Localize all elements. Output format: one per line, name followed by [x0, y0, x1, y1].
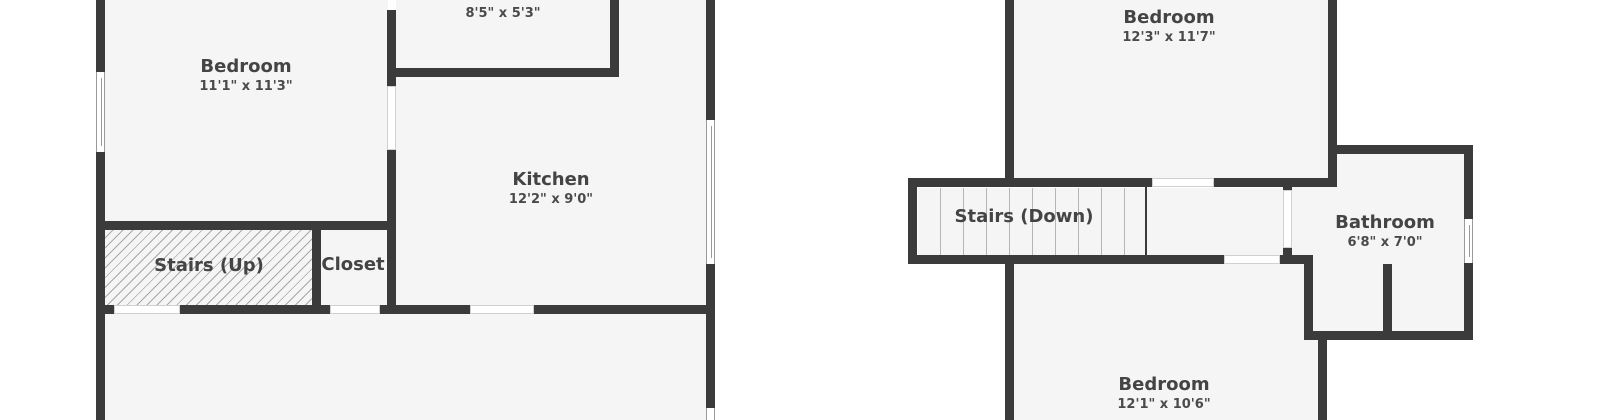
- room-dimensions: 6'8" x 7'0": [1347, 235, 1423, 250]
- window: [706, 408, 715, 420]
- wall: [180, 305, 330, 314]
- wall: [1214, 178, 1337, 187]
- room-dimensions: 11'1" x 11'3": [199, 79, 293, 94]
- window: [96, 72, 105, 152]
- wall: [1464, 263, 1473, 340]
- room-bedroom-bottom-floor: [1014, 264, 1318, 420]
- room-dimensions: 8'5" x 5'3": [465, 6, 541, 21]
- wall: [96, 0, 105, 72]
- room-name: Kitchen: [512, 169, 590, 190]
- room-closet-floor: [320, 230, 388, 306]
- wall: [312, 221, 321, 313]
- room-name: Bathroom: [1335, 212, 1435, 233]
- room-label-bathroom: Bathroom 6'8" x 7'0": [1335, 212, 1435, 252]
- room-label-bedroom-top: Bedroom 12'3" x 11'7": [1122, 7, 1215, 47]
- room-lower-floor: [104, 314, 706, 420]
- wall: [380, 305, 470, 314]
- room-name: Bedroom: [200, 56, 292, 77]
- room-bedroom-floor: [104, 0, 388, 222]
- window: [706, 120, 715, 264]
- wall: [1328, 145, 1472, 154]
- room-top-small-inner: [396, 0, 610, 70]
- room-label-closet: Closet: [321, 254, 384, 276]
- wall: [96, 305, 114, 314]
- room-label-stairs-up: Stairs (Up): [154, 255, 264, 277]
- wall: [387, 10, 396, 86]
- wall: [908, 255, 1224, 264]
- wall: [96, 152, 105, 420]
- room-label-kitchen: Kitchen 12'2" x 9'0": [509, 169, 593, 209]
- wall: [1283, 248, 1292, 264]
- room-bedroom-top-floor: [1014, 0, 1330, 180]
- wall: [1283, 178, 1292, 190]
- wall: [387, 150, 396, 310]
- room-name: Stairs (Down): [954, 206, 1094, 227]
- room-dimensions: 12'3" x 11'7": [1122, 30, 1216, 45]
- doorway: [1224, 255, 1280, 264]
- room-label-top-small: 8'5" x 5'3": [465, 5, 540, 23]
- wall: [1304, 331, 1473, 340]
- room-dimensions: 12'2" x 9'0": [508, 192, 594, 207]
- doorway: [470, 305, 534, 314]
- room-hallway-floor: [1147, 188, 1287, 256]
- wall: [908, 178, 917, 264]
- wall: [1318, 331, 1327, 420]
- room-name: Bedroom: [1123, 7, 1215, 28]
- room-label-stairs-down: Stairs (Down): [955, 206, 1094, 228]
- wall: [96, 221, 396, 230]
- room-label-bedroom: Bedroom 11'1" x 11'3": [199, 56, 292, 96]
- wall: [1464, 145, 1473, 219]
- room-label-bedroom-bottom: Bedroom 12'1" x 10'6": [1117, 374, 1210, 414]
- wall: [706, 0, 715, 120]
- room-dimensions: 12'1" x 10'6": [1117, 397, 1211, 412]
- doorway: [1283, 190, 1292, 248]
- doorway: [330, 305, 380, 314]
- wall: [706, 264, 715, 408]
- room-name: Bedroom: [1118, 374, 1210, 395]
- doorway: [387, 86, 396, 150]
- wall: [1005, 255, 1014, 420]
- wall: [908, 178, 1152, 187]
- room-stairs-up-floor: [104, 230, 312, 306]
- wall: [396, 68, 618, 77]
- wall: [1304, 255, 1313, 340]
- wall: [610, 0, 619, 77]
- stair-landing-line: [1145, 187, 1147, 255]
- doorway: [114, 305, 180, 314]
- wall: [1328, 0, 1337, 186]
- wall: [1280, 255, 1312, 264]
- wall: [1383, 264, 1392, 334]
- window: [1464, 219, 1473, 263]
- room-name: Stairs (Up): [154, 255, 264, 276]
- wall: [1005, 0, 1014, 186]
- room-stairs-down-floor: [918, 188, 1146, 256]
- doorway: [1152, 178, 1214, 187]
- room-name: Closet: [321, 254, 385, 275]
- wall: [534, 305, 714, 314]
